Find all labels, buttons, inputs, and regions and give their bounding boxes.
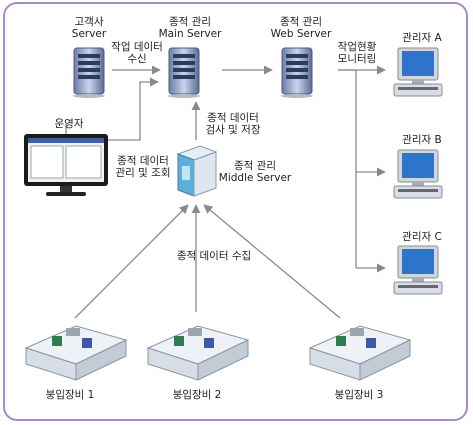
arrow-equip3-to-middle xyxy=(203,204,341,319)
edge-manage-line1: 종적 데이터 xyxy=(117,155,169,167)
edge-monitoring-line2: 모니터링 xyxy=(337,53,377,65)
arrow-equip1-to-middle xyxy=(74,204,189,319)
admin-b-pc-icon xyxy=(393,149,443,199)
main-server-label-line2: Main Server xyxy=(158,28,222,40)
admin-a-pc-icon xyxy=(393,47,443,97)
middle-server-label-line1: 종적 관리 xyxy=(234,160,276,172)
edge-work-data-label: 작업 데이터 수신 xyxy=(108,41,166,65)
customer-server-label-line2: Server xyxy=(71,28,107,40)
edge-collect-text: 종적 데이터 수집 xyxy=(176,250,252,262)
customer-server-label-line1: 고객사 xyxy=(74,16,104,28)
edge-review-line1: 종적 데이터 xyxy=(207,112,259,124)
edge-monitoring-label: 작업현황 모니터링 xyxy=(326,41,388,65)
equipment-3-icon xyxy=(308,325,412,381)
main-server-label-line1: 종적 관리 xyxy=(169,16,211,28)
main-server-icon xyxy=(168,47,200,98)
web-server-icon xyxy=(281,47,313,98)
edge-collect-label: 종적 데이터 수집 xyxy=(166,250,262,262)
operator-label-text: 운영자 xyxy=(54,118,84,130)
operator-monitor-icon xyxy=(24,134,108,196)
edge-work-data-line1: 작업 데이터 xyxy=(111,41,163,53)
equipment-3-label: 붕입장비 3 xyxy=(317,389,401,401)
operator-label: 운영자 xyxy=(40,118,98,130)
customer-server-icon xyxy=(73,47,105,98)
equipment-1-icon xyxy=(24,325,128,381)
equipment-1-label-text: 붕입장비 1 xyxy=(45,389,95,401)
equipment-2-label: 붕입장비 2 xyxy=(155,389,239,401)
equipment-3-label-text: 붕입장비 3 xyxy=(334,389,384,401)
edge-monitoring-line1: 작업현황 xyxy=(337,41,377,53)
web-server-label: 종적 관리 Web Server xyxy=(262,16,340,40)
edge-review-line2: 검사 및 저장 xyxy=(205,124,261,136)
admin-b-label-text: 관리자 B xyxy=(402,134,442,146)
equipment-2-label-text: 붕입장비 2 xyxy=(172,389,222,401)
main-server-label: 종적 관리 Main Server xyxy=(150,16,230,40)
diagram-frame xyxy=(3,2,468,421)
equipment-1-label: 붕입장비 1 xyxy=(28,389,112,401)
line-web-to-admins-trunk xyxy=(338,69,357,268)
middle-server-label: 종적 관리 Middle Server xyxy=(210,160,300,184)
edge-manage-line2: 관리 및 조회 xyxy=(115,167,171,179)
web-server-label-line1: 종적 관리 xyxy=(280,16,322,28)
admin-a-label-text: 관리자 A xyxy=(402,32,442,44)
edge-review-label: 종적 데이터 검사 및 저장 xyxy=(200,112,266,136)
edge-manage-label: 종적 데이터 관리 및 조회 xyxy=(110,155,176,179)
admin-a-label: 관리자 A xyxy=(392,32,452,44)
admin-c-label-text: 관리자 C xyxy=(402,231,442,243)
web-server-label-line2: Web Server xyxy=(270,28,332,40)
admin-b-label: 관리자 B xyxy=(392,134,452,146)
middle-server-label-line2: Middle Server xyxy=(218,172,292,184)
admin-c-label: 관리자 C xyxy=(392,231,452,243)
equipment-2-icon xyxy=(146,325,250,381)
customer-server-label: 고객사 Server xyxy=(58,16,120,40)
middle-server-icon xyxy=(176,145,218,197)
edge-work-data-line2: 수신 xyxy=(127,53,147,65)
admin-c-pc-icon xyxy=(393,245,443,295)
